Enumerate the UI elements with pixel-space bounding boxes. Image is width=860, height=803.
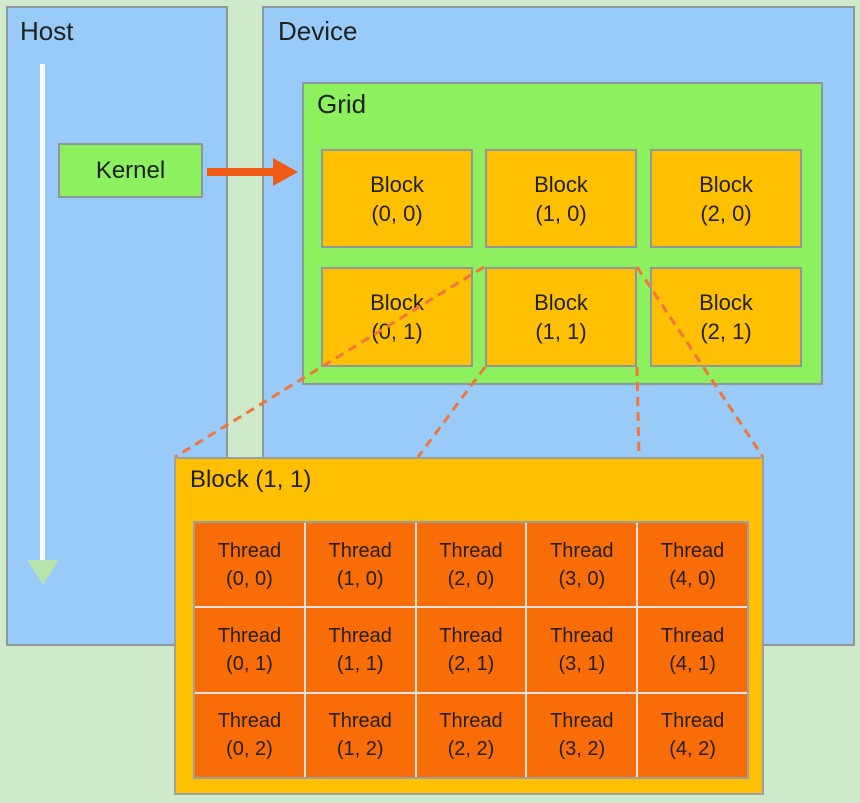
thread-coords: (4, 2) — [669, 738, 716, 761]
host-title: Host — [20, 16, 74, 46]
thread-name: Thread — [660, 624, 725, 647]
thread-name: Thread — [439, 539, 503, 562]
thread-name: Thread — [328, 624, 392, 647]
kernel-launch-arrow-shaft — [207, 168, 274, 176]
expanded-block-title: Block (1, 1) — [190, 466, 312, 493]
grid-box: Grid Block (0, 0) Block (1, 0) Block (2,… — [302, 82, 823, 385]
thread-name: Thread — [328, 539, 392, 562]
block-name: Block — [699, 171, 753, 197]
block-name: Block — [699, 290, 753, 315]
block-coords: (0, 0) — [371, 200, 423, 226]
thread-3-1: Thread (3, 1) — [527, 608, 637, 692]
kernel-box: Kernel — [58, 143, 203, 198]
thread-name: Thread — [660, 710, 725, 733]
block-name: Block — [534, 171, 588, 197]
thread-name: Thread — [550, 539, 614, 562]
thread-name: Thread — [550, 624, 614, 647]
thread-coords: (2, 0) — [447, 567, 495, 590]
thread-name: Thread — [217, 710, 282, 733]
thread-coords: (2, 2) — [447, 738, 495, 761]
block-1-0: Block (1, 0) — [485, 149, 637, 248]
thread-coords: (0, 0) — [226, 567, 273, 590]
block-coords: (0, 1) — [371, 319, 423, 344]
block-0-0: Block (0, 0) — [321, 149, 473, 248]
thread-4-2: Thread (4, 2) — [638, 693, 747, 777]
thread-3-2: Thread (3, 2) — [527, 693, 637, 777]
kernel-launch-arrow-head-icon — [273, 158, 298, 186]
thread-coords: (2, 1) — [447, 652, 495, 675]
thread-coords: (1, 1) — [336, 652, 384, 675]
thread-2-1: Thread (2, 1) — [416, 608, 526, 692]
block-2-0: Block (2, 0) — [650, 149, 802, 248]
thread-name: Thread — [217, 624, 282, 647]
thread-name: Thread — [550, 710, 614, 733]
thread-2-2: Thread (2, 2) — [416, 693, 526, 777]
thread-name: Thread — [217, 539, 282, 562]
host-timeline-arrow-shaft — [40, 64, 45, 562]
thread-coords: (3, 0) — [558, 567, 606, 590]
thread-4-0: Thread (4, 0) — [638, 523, 747, 607]
thread-coords: (1, 2) — [336, 738, 384, 761]
thread-3-0: Thread (3, 0) — [527, 523, 637, 607]
block-name: Block — [534, 290, 588, 315]
thread-coords: (3, 1) — [558, 652, 606, 675]
block-0-1: Block (0, 1) — [321, 267, 473, 367]
thread-name: Thread — [439, 624, 503, 647]
block-1-1: Block (1, 1) — [485, 267, 637, 367]
block-name: Block — [370, 171, 424, 197]
thread-1-2: Thread (1, 2) — [305, 693, 415, 777]
block-coords: (1, 1) — [535, 319, 587, 344]
thread-coords: (4, 0) — [669, 567, 716, 590]
thread-name: Thread — [660, 539, 725, 562]
kernel-label: Kernel — [95, 156, 166, 184]
device-title: Device — [278, 16, 358, 46]
thread-coords: (4, 1) — [669, 652, 716, 675]
thread-name: Thread — [328, 710, 392, 733]
thread-coords: (0, 2) — [226, 738, 273, 761]
block-coords: (1, 0) — [535, 200, 587, 226]
block-coords: (2, 1) — [700, 319, 752, 344]
thread-0-2: Thread (0, 2) — [195, 693, 304, 777]
thread-table: Thread (0, 0) Thread (1, 0) Thread (2, 0… — [193, 521, 749, 779]
host-timeline-arrow-head-icon — [27, 560, 59, 585]
thread-0-0: Thread (0, 0) — [195, 523, 304, 607]
thread-0-1: Thread (0, 1) — [195, 608, 304, 692]
block-coords: (2, 0) — [700, 200, 752, 226]
thread-4-1: Thread (4, 1) — [638, 608, 747, 692]
thread-1-1: Thread (1, 1) — [305, 608, 415, 692]
expanded-block-1-1: Block (1, 1) Thread (0, 0) Thread (1, 0)… — [174, 457, 764, 795]
thread-1-0: Thread (1, 0) — [305, 523, 415, 607]
block-2-1: Block (2, 1) — [650, 267, 802, 367]
thread-2-0: Thread (2, 0) — [416, 523, 526, 607]
thread-coords: (1, 0) — [336, 567, 384, 590]
block-name: Block — [370, 290, 424, 315]
grid-title: Grid — [317, 89, 367, 119]
thread-name: Thread — [439, 710, 503, 733]
thread-coords: (0, 1) — [226, 652, 273, 675]
thread-coords: (3, 2) — [558, 738, 606, 761]
